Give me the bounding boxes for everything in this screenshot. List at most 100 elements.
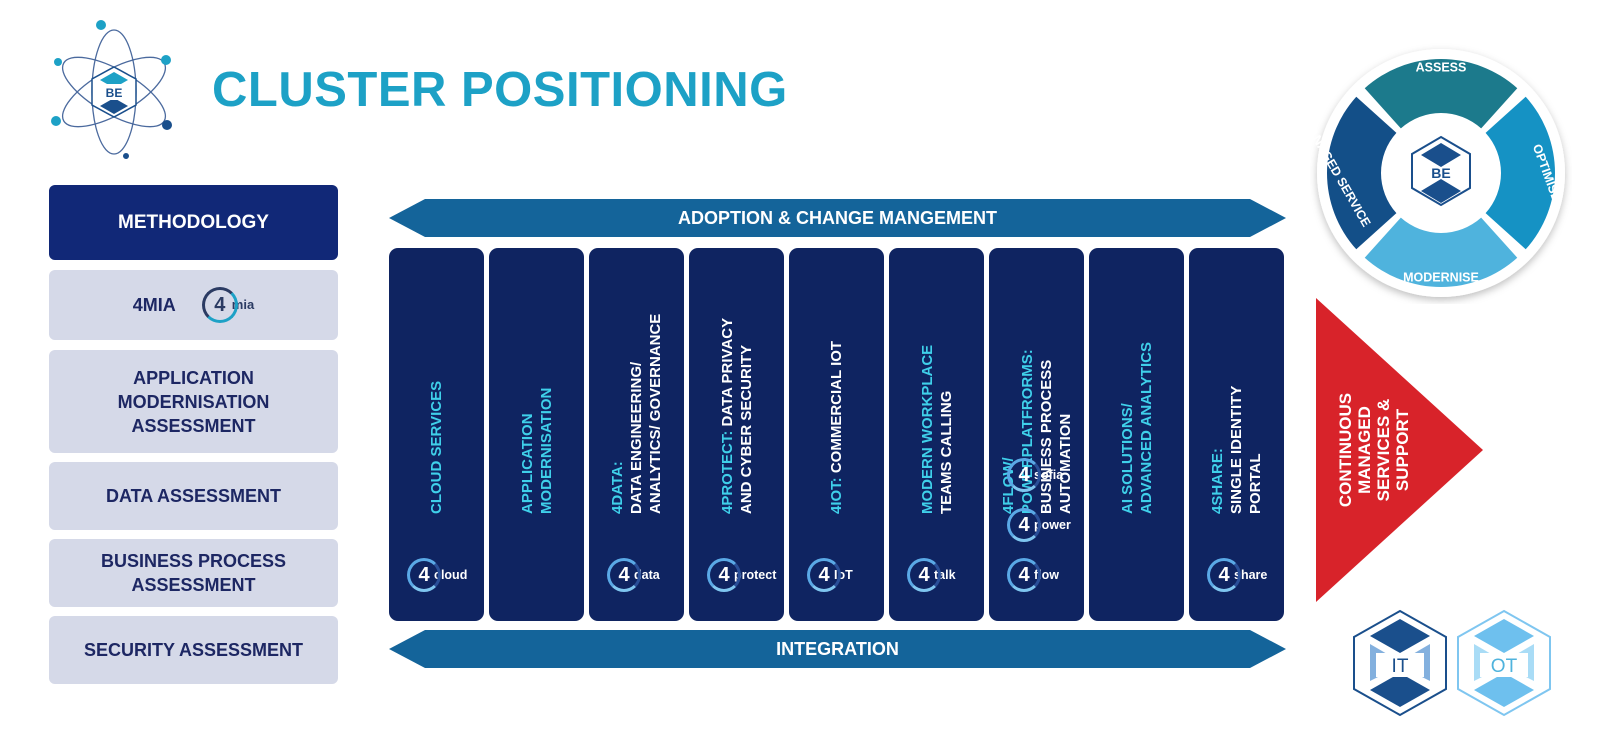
cycle-segment (1364, 59, 1518, 129)
product-badge-icon: 4 (1207, 558, 1241, 592)
product-badge-label: protect (734, 568, 777, 582)
service-line-highlight: 4SHARE: (1209, 448, 1226, 514)
method-item-label: BUSINESS PROCESS ASSESSMENT (100, 551, 287, 595)
product-badge-icon: 4 (407, 558, 441, 592)
service-column-text: AI SOLUTIONS/ADVANCED ANALYTICS (1089, 264, 1184, 514)
service-line-text: PORTAL (1247, 453, 1264, 514)
service-line-highlight: 4IOT: (828, 477, 845, 514)
service-line-text: TEAMS CALLING (937, 390, 955, 514)
service-line-highlight: AI SOLUTIONS/ (1118, 403, 1136, 514)
method-item-label: DATA ASSESSMENT (105, 486, 281, 506)
service-line-highlight: MODERNISATION (537, 387, 555, 514)
integration-banner: INTEGRATION (389, 630, 1286, 668)
service-line: ANALYTICS/ GOVERNANCE (646, 264, 665, 514)
cycle-segment (1364, 217, 1518, 287)
product-badge-icon: 4 (807, 558, 841, 592)
service-line: PORTAL (1246, 264, 1265, 514)
service-line: MODERNISATION (537, 264, 556, 514)
adoption-banner: ADOPTION & CHANGE MANGEMENT (389, 199, 1286, 237)
product-badge-label: share (1234, 568, 1268, 582)
product-badge-icon: 4 (1007, 558, 1041, 592)
method-item-security[interactable]: SECURITY ASSESSMENT (49, 616, 338, 684)
service-line-highlight: ADVANCED ANALYTICS (1137, 342, 1155, 514)
service-line: MODERN WORKPLACE (918, 264, 937, 514)
service-line: SINGLE IDENTITY (1227, 264, 1246, 514)
product-badge-icon: 4 (1007, 458, 1041, 492)
cycle-stage-label: ASSESS (1416, 60, 1467, 74)
managed-services-text: CONTINUOUS MANAGED SERVICES & SUPPORT (1326, 298, 1421, 602)
service-line-text: ANALYTICS/ GOVERNANCE (647, 313, 664, 514)
cycle-stage-label: MODERNISE (1403, 270, 1479, 284)
service-line-highlight: APPLICATION (518, 413, 536, 514)
service-column[interactable]: 4DATA:DATA ENGINEERING/ANALYTICS/ GOVERN… (589, 248, 684, 621)
integration-banner-label: INTEGRATION (776, 638, 899, 659)
service-column-text: 4IOT: COMMERCIAL IOT (789, 264, 884, 514)
atom-logo: BE (51, 20, 172, 159)
product-badge-icon: 4 (907, 558, 941, 592)
product-badge-label: sofia (1034, 468, 1064, 482)
service-column[interactable]: AI SOLUTIONS/ADVANCED ANALYTICS (1089, 248, 1184, 621)
service-line-text: DATA ENGINEERING/ (628, 361, 645, 514)
service-line: DATA ENGINEERING/ (627, 264, 646, 514)
method-item-4mia[interactable]: 4MIA 4 mia (49, 270, 338, 340)
service-line-text: AND CYBER SECURITY (737, 344, 755, 514)
service-line-highlight: 4DATA: (609, 461, 626, 514)
service-line: 4DATA: (608, 264, 627, 514)
service-line-text: DATA PRIVACY (718, 317, 736, 431)
mia-logo-icon: 4 (201, 287, 238, 323)
managed-services-label: CONTINUOUS MANAGED SERVICES & SUPPORT (1335, 392, 1412, 508)
method-item-app-modernisation[interactable]: APPLICATION MODERNISATION ASSESSMENT (49, 350, 338, 453)
method-item-label: SECURITY ASSESSMENT (83, 640, 304, 660)
logo-text: BE (106, 86, 123, 100)
it-hexagon-label: IT (1392, 656, 1409, 677)
product-badge-label: cloud (434, 568, 468, 582)
adoption-banner-label: ADOPTION & CHANGE MANGEMENT (678, 207, 997, 228)
service-line-highlight: 4PROTECT: (718, 430, 736, 514)
service-line-highlight: CLOUD SERVICES (428, 380, 445, 514)
service-line: CLOUD SERVICES (427, 264, 446, 514)
method-item-label: 4MIA (132, 295, 176, 315)
methodology-heading: METHODOLOGY (49, 185, 338, 260)
service-column-text: CLOUD SERVICES (389, 264, 484, 514)
method-item-data-assessment[interactable]: DATA ASSESSMENT (49, 462, 338, 530)
service-line: ADVANCED ANALYTICS (1137, 264, 1156, 514)
cycle-segment (1485, 96, 1555, 250)
service-line: 4IOT: COMMERCIAL IOT (827, 264, 846, 514)
service-line: AI SOLUTIONS/ (1118, 264, 1137, 514)
service-line-highlight: MODERN WORKPLACE (918, 344, 936, 514)
method-item-label: APPLICATION MODERNISATION ASSESSMENT (117, 367, 270, 436)
method-item-business-process[interactable]: BUSINESS PROCESS ASSESSMENT (49, 539, 338, 607)
product-badge-label: power (1034, 518, 1071, 532)
service-line: 4SHARE: (1208, 264, 1227, 514)
service-line-text: COMMERCIAL IOT (828, 340, 845, 478)
product-badge-icon: 4 (1007, 508, 1041, 542)
cycle-center-text: BE (1431, 165, 1450, 181)
service-line: TEAMS CALLING (937, 264, 956, 514)
product-badge-icon: 4 (707, 558, 741, 592)
cycle-segment (1327, 96, 1397, 250)
page-title: CLUSTER POSITIONING (212, 63, 788, 117)
service-line: APPLICATION (518, 264, 537, 514)
it-hexagon: IT (1353, 609, 1447, 717)
ot-hexagon: OT (1457, 609, 1551, 717)
